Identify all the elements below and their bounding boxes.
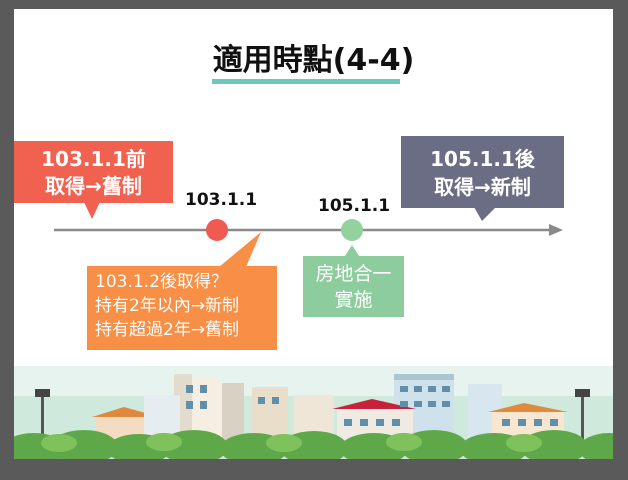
- callout-unified-line1: 房地合一: [315, 263, 392, 285]
- callout-between-line2: 持有2年以內→新制: [95, 296, 240, 316]
- callout-between-line1: 103.1.2後取得？: [95, 272, 228, 292]
- orange-callout-pointer: [219, 232, 261, 267]
- slide-title: 適用時點(4-4): [212, 43, 415, 78]
- callout-before-line2: 取得→舊制: [45, 174, 142, 198]
- callout-before-line1: 103.1.1前: [41, 147, 146, 171]
- date-label-103: 103.1.1: [185, 190, 258, 210]
- callout-after-line1: 105.1.1後: [430, 147, 535, 171]
- slide: 適用時點(4-4): [14, 9, 613, 459]
- callout-before-103: 103.1.1前 取得→舊制: [14, 141, 173, 203]
- marker-103: [206, 219, 228, 241]
- callout-unified-line2: 實施: [334, 289, 373, 311]
- timeline-graphic: [14, 202, 613, 459]
- red-callout-pointer: [84, 202, 100, 219]
- city-illustration: [14, 366, 613, 459]
- date-label-105: 105.1.1: [318, 196, 391, 216]
- title-underline: [212, 79, 400, 84]
- callout-after-line2: 取得→新制: [434, 175, 531, 199]
- green-callout-pointer: [345, 245, 359, 256]
- callout-unified: 房地合一 實施: [303, 256, 404, 317]
- callout-between: 103.1.2後取得？ 持有2年以內→新制 持有超過2年→舊制: [87, 266, 277, 350]
- marker-105: [341, 219, 363, 241]
- gray-callout-pointer: [474, 207, 496, 221]
- timeline-arrowhead: [549, 224, 563, 236]
- callout-after-105: 105.1.1後 取得→新制: [401, 136, 564, 208]
- callout-between-line3: 持有超過2年→舊制: [95, 320, 240, 340]
